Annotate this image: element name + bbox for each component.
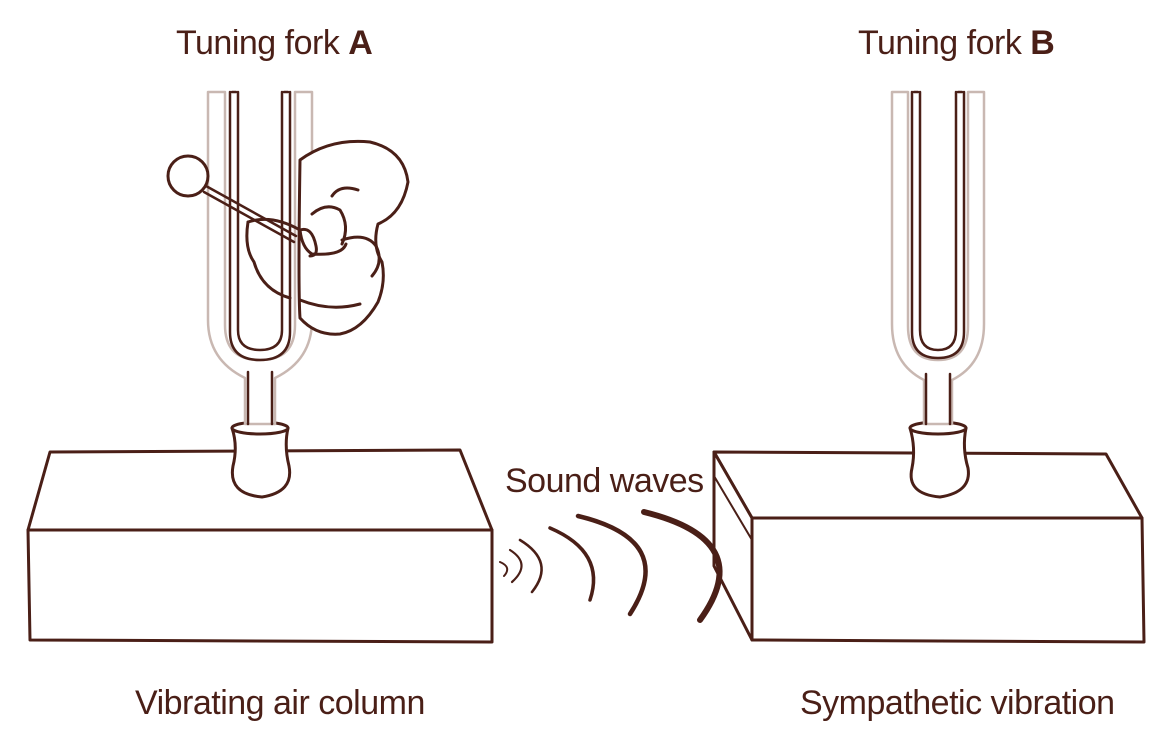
vibrating-air-column-caption: Vibrating air column <box>135 684 425 722</box>
tuning-fork-b <box>890 90 986 426</box>
tuning-fork-a-label: Tuning fork A <box>176 24 373 62</box>
sound-waves-label: Sound waves <box>505 462 704 500</box>
tuning-fork-a <box>206 90 314 426</box>
hand-icon <box>245 139 410 336</box>
sympathetic-vibration-caption: Sympathetic vibration <box>800 684 1115 722</box>
sound-waves <box>499 509 723 623</box>
tuning-fork-b-label: Tuning fork B <box>858 24 1055 62</box>
mallet-icon <box>166 154 298 244</box>
